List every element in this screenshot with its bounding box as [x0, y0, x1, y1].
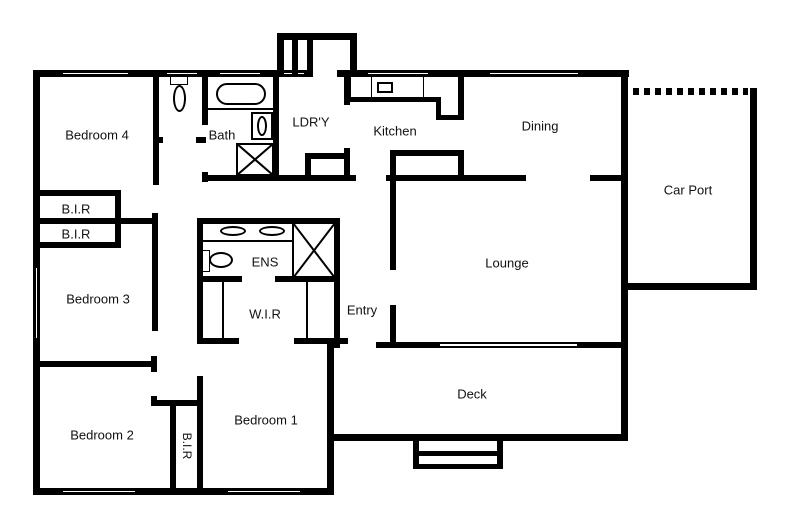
wall-bottom-left	[33, 488, 333, 495]
wall	[305, 153, 311, 178]
bench-line	[423, 77, 424, 97]
wall	[750, 88, 757, 290]
wall	[152, 213, 158, 331]
wall	[33, 361, 155, 367]
carport-dashed-edge	[633, 88, 748, 95]
toilet-cistern	[170, 76, 188, 85]
wall-top-right	[337, 70, 629, 77]
wall	[313, 70, 337, 77]
wall	[273, 75, 279, 179]
room-label-dining: Dining	[521, 118, 559, 134]
window	[490, 72, 578, 75]
bench	[350, 97, 440, 102]
wall	[590, 175, 625, 181]
room-label-bir-bed2: B.I.R	[180, 432, 194, 460]
wall	[621, 342, 628, 440]
window	[167, 72, 197, 75]
room-label-ensuite: ENS	[251, 254, 279, 270]
wall	[390, 175, 396, 270]
wall	[277, 33, 357, 40]
wall	[153, 75, 159, 185]
wall	[151, 356, 157, 372]
vanity-edge	[203, 240, 293, 242]
bench	[436, 97, 441, 119]
window	[220, 72, 260, 75]
wall	[294, 338, 348, 344]
wall	[197, 338, 239, 344]
wall	[33, 242, 121, 248]
shower-cross-icon	[293, 223, 335, 278]
bench	[436, 115, 464, 120]
wall	[330, 434, 628, 441]
step	[413, 451, 503, 456]
room-label-lounge: Lounge	[485, 255, 529, 271]
window	[63, 72, 128, 75]
toilet-icon	[209, 252, 233, 268]
bench	[458, 75, 464, 120]
wall	[197, 376, 203, 492]
wall	[390, 150, 464, 156]
room-label-bedroom2: Bedroom 2	[70, 427, 134, 443]
room-label-bath: Bath	[208, 127, 236, 143]
wall	[305, 153, 350, 159]
wall	[346, 75, 351, 100]
room-label-bir-upper: B.I.R	[61, 201, 91, 217]
wall	[151, 400, 201, 406]
wall	[458, 150, 464, 178]
wall	[196, 137, 206, 143]
wall	[33, 218, 158, 224]
wall	[386, 175, 526, 181]
room-label-bedroom4: Bedroom 4	[65, 127, 129, 143]
sliding-door	[440, 343, 577, 347]
wall	[334, 218, 340, 348]
basin-icon	[259, 226, 285, 236]
room-label-kitchen: Kitchen	[373, 123, 417, 139]
wall	[292, 33, 298, 75]
wall	[621, 283, 628, 348]
wall	[350, 33, 357, 75]
wall	[202, 175, 356, 181]
toilet-icon	[173, 85, 186, 112]
wall	[202, 75, 208, 125]
step	[413, 464, 503, 469]
window	[228, 490, 300, 493]
wall-right-main	[621, 70, 628, 348]
wall	[33, 190, 121, 196]
wall	[170, 400, 176, 492]
room-label-deck: Deck	[457, 386, 487, 402]
bench-line	[371, 77, 372, 97]
wall	[307, 33, 313, 75]
room-label-bedroom3: Bedroom 3	[66, 291, 130, 307]
room-label-bedroom1: Bedroom 1	[234, 412, 298, 428]
shelf-line	[306, 282, 308, 340]
window	[35, 268, 38, 338]
window	[63, 490, 135, 493]
basin-icon	[257, 116, 267, 136]
basin-icon	[220, 226, 246, 236]
wall	[327, 342, 334, 495]
shelf-line	[222, 282, 224, 340]
window	[368, 72, 428, 75]
shower-wall	[292, 222, 294, 278]
room-label-bir-lower: B.I.R	[61, 226, 91, 242]
room-label-laundry: LDR'Y	[292, 114, 330, 130]
shower-cross-icon	[236, 143, 274, 176]
wall	[344, 148, 350, 178]
bathtub-edge	[208, 108, 274, 110]
wall	[390, 150, 396, 178]
bathtub-icon	[216, 83, 266, 105]
room-label-wir: W.I.R	[249, 306, 281, 322]
wall	[197, 276, 242, 282]
wall	[277, 33, 284, 75]
sink-icon	[377, 82, 393, 93]
wall	[275, 276, 340, 282]
wall	[153, 137, 163, 143]
wall	[625, 283, 755, 290]
room-label-carport: Car Port	[663, 182, 713, 198]
wall	[390, 305, 396, 345]
room-label-entry: Entry	[346, 302, 378, 318]
wall	[197, 218, 340, 224]
